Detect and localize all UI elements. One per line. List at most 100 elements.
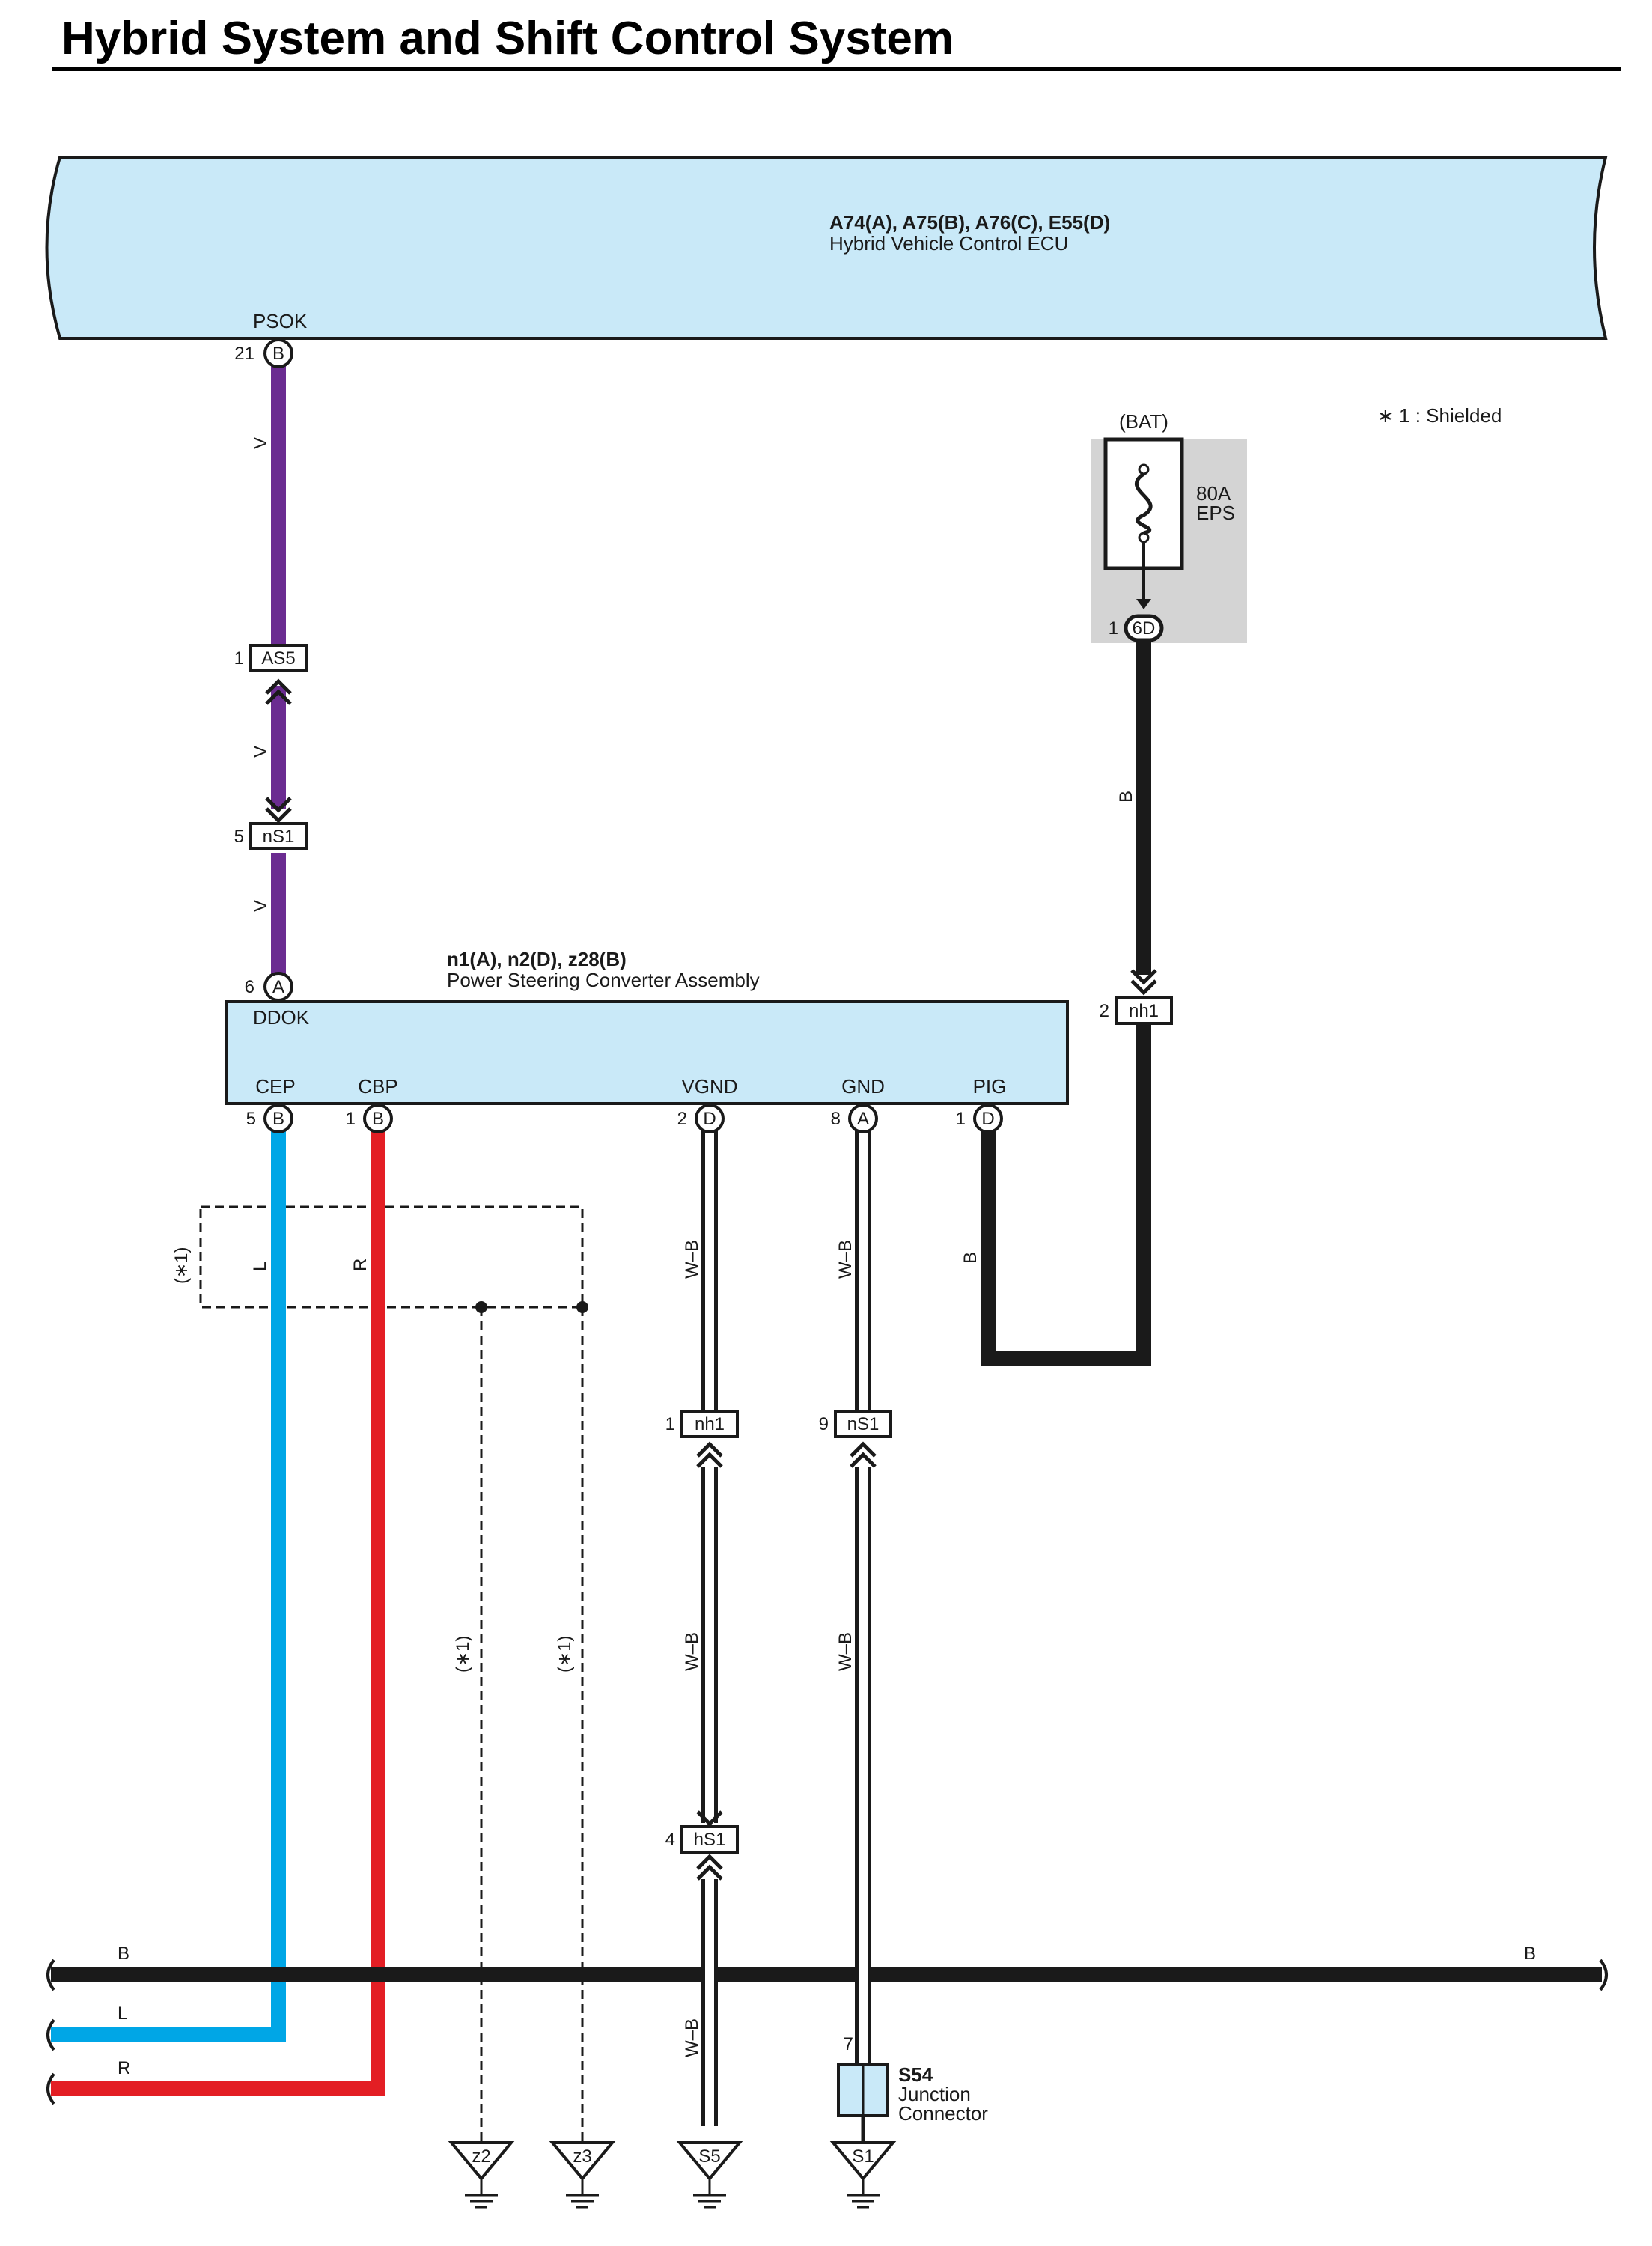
converter-connectors: n1(A), n2(D), z28(B) xyxy=(447,948,627,970)
connector-ns1-pin: 9 xyxy=(819,1414,829,1434)
fuse-rating: 80A xyxy=(1196,482,1231,505)
pin-cep xyxy=(263,1104,293,1133)
connector-ns1-top-code: nS1 xyxy=(263,827,295,847)
black-wire-pig xyxy=(981,1121,996,1366)
fuse-icon xyxy=(1135,472,1153,535)
converter-terminal-ddok: DDOK xyxy=(253,1006,310,1029)
ground-z2 xyxy=(448,2141,515,2209)
nh1-arrow xyxy=(696,1441,723,1458)
junction-code: S54 xyxy=(898,2063,933,2086)
bus-label-b-right: B xyxy=(1524,1944,1536,1964)
violet-wire-2 xyxy=(271,686,286,809)
wire-label-v-2: V xyxy=(251,746,271,758)
wire-label-wb-4: W–B xyxy=(835,1240,856,1279)
pin-pig-conn: D xyxy=(981,1109,994,1129)
pin-vgnd xyxy=(695,1104,725,1133)
ground-z3 xyxy=(549,2141,616,2209)
ecu-terminal-psok: PSOK xyxy=(253,310,308,332)
ns1-arrow xyxy=(850,1441,877,1458)
connector-hs1-code: hS1 xyxy=(694,1830,726,1850)
bus-break-left-r xyxy=(46,2072,55,2105)
junction-pin: 7 xyxy=(844,2034,853,2054)
connector-as5-pin: 1 xyxy=(234,648,244,669)
connector-as5-code: AS5 xyxy=(261,648,295,669)
wire-label-b-fuse: B xyxy=(1116,791,1136,803)
ns1-arrow-2 xyxy=(850,1452,877,1468)
bus-break-right-b xyxy=(1599,1959,1608,1991)
wire-label-shield-1: (∗1) xyxy=(171,1247,192,1284)
ground-s1-label: S1 xyxy=(852,2146,874,2167)
ecu-name: Hybrid Vehicle Control ECU xyxy=(829,232,1068,255)
black-wire-fuse xyxy=(1136,642,1151,975)
pin-vgnd-conn: D xyxy=(703,1109,716,1129)
bus-label-r: R xyxy=(118,2058,130,2078)
blue-bus-wire xyxy=(51,2027,286,2042)
wire-label-shield-3: (∗1) xyxy=(555,1636,575,1673)
wire-label-wb-2: W–B xyxy=(682,1632,702,1671)
pin-cbp xyxy=(363,1104,393,1133)
connector-hs1-pin: 4 xyxy=(665,1830,675,1850)
pin-cbp-conn: B xyxy=(372,1109,384,1129)
wire-label-wb-1: W–B xyxy=(682,1240,702,1279)
black-wire-horizontal xyxy=(981,1351,1151,1366)
wire-label-l: L xyxy=(250,1262,270,1271)
fuse-pin-no: 1 xyxy=(1109,618,1118,639)
as5-arrow xyxy=(265,678,292,695)
black-wire-down xyxy=(1136,1023,1151,1366)
bus-label-b-left: B xyxy=(118,1944,129,1964)
hs1-arrow xyxy=(696,1854,723,1870)
black-bus-wire xyxy=(51,1967,1602,1982)
wire-label-v-1: V xyxy=(251,437,271,449)
ground-z3-label: z3 xyxy=(573,2146,591,2167)
shield-box xyxy=(199,1205,584,1309)
blue-wire-cep xyxy=(271,1119,286,2042)
terminal-vgnd: VGND xyxy=(681,1075,737,1098)
junction-name-2: Connector xyxy=(898,2102,988,2125)
pin-pig xyxy=(973,1104,1003,1133)
wire-label-b-pig: B xyxy=(960,1252,981,1264)
shield-junction-2 xyxy=(576,1301,588,1313)
ground-z2-label: z2 xyxy=(472,2146,490,2167)
wire-label-r: R xyxy=(350,1259,371,1271)
wire-label-wb-3: W–B xyxy=(682,2018,702,2057)
connector-hs1 xyxy=(680,1825,739,1854)
connector-nh1-right-pin: 2 xyxy=(1100,1001,1109,1021)
ns1-top-arrow-2 xyxy=(265,807,292,824)
red-bus-wire xyxy=(51,2081,385,2096)
bus-break-left-b xyxy=(46,1959,55,1991)
fuse-arrow xyxy=(1136,599,1151,609)
connector-nh1-right-code: nh1 xyxy=(1129,1001,1159,1021)
fuse-terminal-top xyxy=(1138,463,1150,475)
pin-cbp-no: 1 xyxy=(346,1109,356,1129)
violet-wire-3 xyxy=(271,853,286,984)
pin-cep-conn: B xyxy=(272,1109,284,1129)
terminal-cbp: CBP xyxy=(358,1075,397,1098)
as5-arrow-2 xyxy=(265,689,292,705)
terminal-cep: CEP xyxy=(255,1075,295,1098)
connector-nh1-code: nh1 xyxy=(695,1414,725,1434)
junction-name-1: Junction xyxy=(898,2083,971,2105)
fuse-pin-oval xyxy=(1124,614,1164,642)
nh1-arrow-2 xyxy=(696,1452,723,1468)
connector-as5 xyxy=(249,644,308,672)
nh1-right-arrow-2 xyxy=(1130,979,1157,996)
ground-s5-label: S5 xyxy=(698,2146,720,2167)
nh1-right-arrow xyxy=(1130,969,1157,985)
ecu-pin-no: 21 xyxy=(234,344,254,364)
ground-s5 xyxy=(676,2141,743,2209)
pin-gnd-conn: A xyxy=(857,1109,869,1129)
converter-top-pin-no: 6 xyxy=(245,977,254,997)
bus-label-l: L xyxy=(118,2003,127,2024)
converter-top-pin-conn: A xyxy=(272,977,284,997)
ecu-pin-circle xyxy=(263,338,293,368)
page-title: Hybrid System and Shift Control System xyxy=(61,13,954,64)
wb-wire-vgnd xyxy=(701,1119,718,2126)
ecu-connectors: A74(A), A75(B), A76(C), E55(D) xyxy=(829,211,1110,234)
pin-gnd xyxy=(848,1104,878,1133)
ecu-pin-conn: B xyxy=(272,344,284,364)
ns1-top-arrow xyxy=(265,797,292,813)
ecu-panel xyxy=(45,156,1608,340)
legend-shielded: ∗ 1 : Shielded xyxy=(1377,404,1502,427)
pin-pig-no: 1 xyxy=(956,1109,966,1129)
